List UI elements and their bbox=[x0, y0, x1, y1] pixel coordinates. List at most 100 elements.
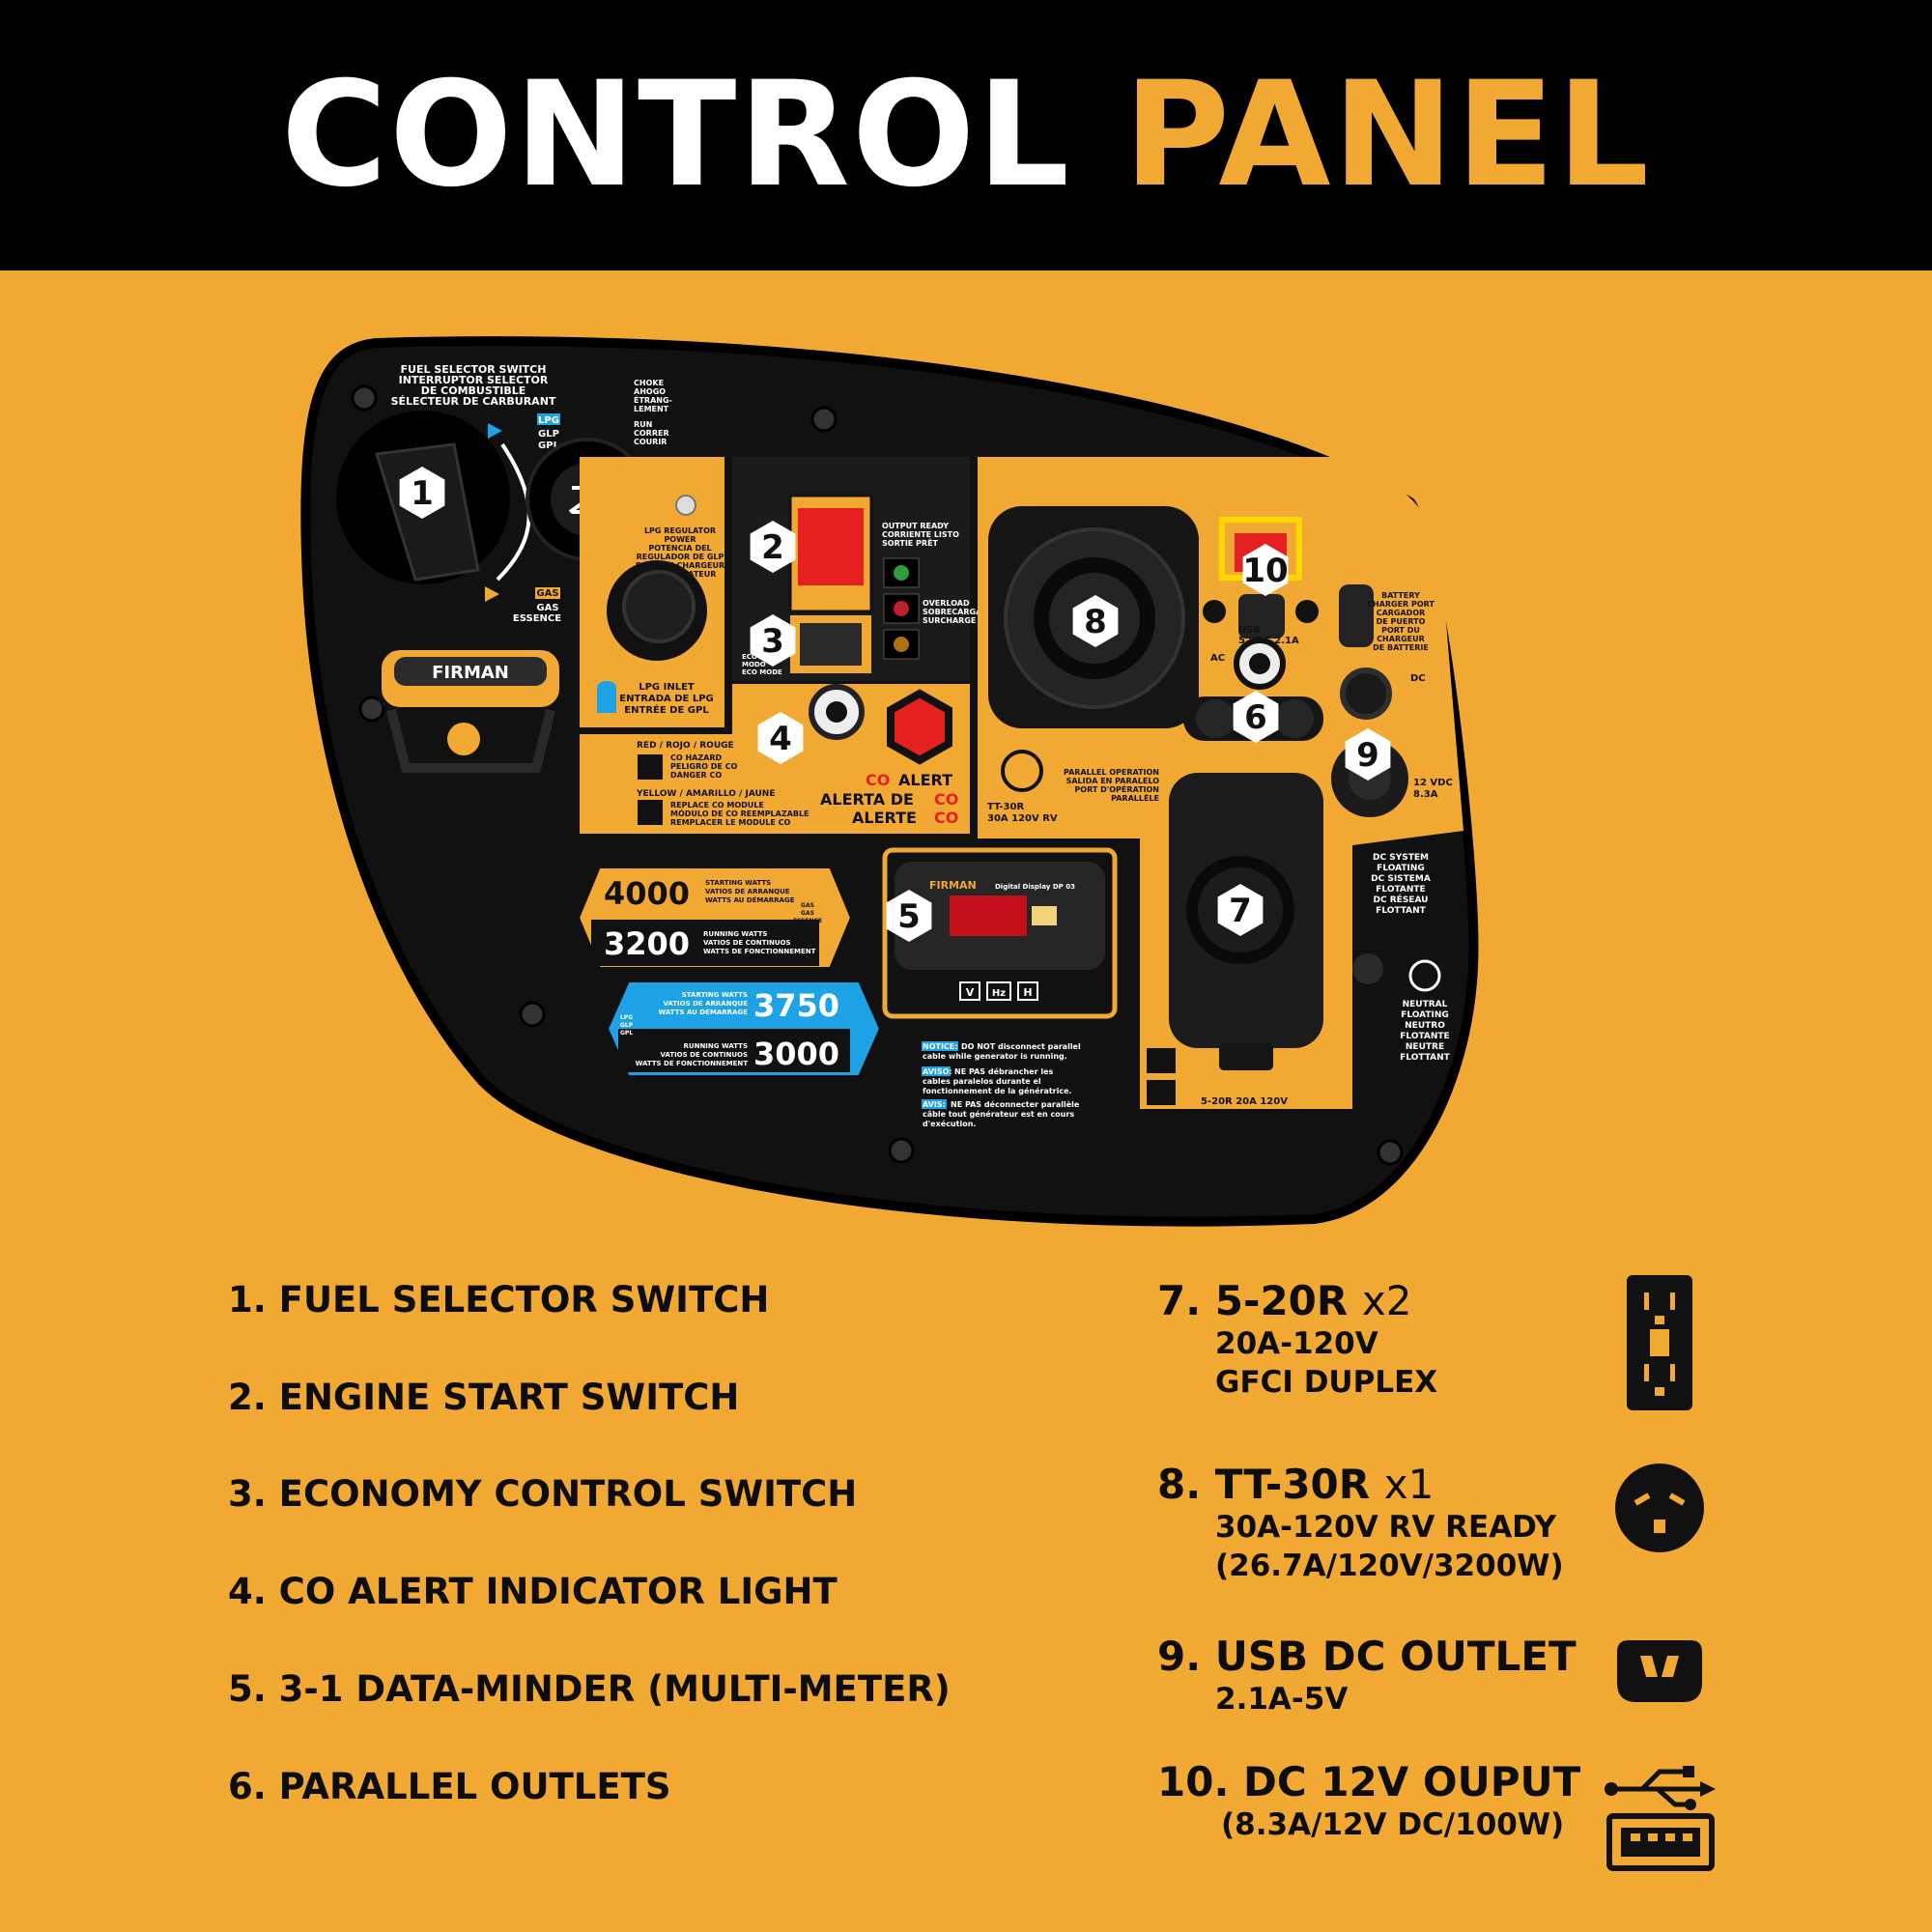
lpg-start-l3: WATTS AU DÉMARRAGE bbox=[659, 1008, 749, 1016]
screw bbox=[358, 696, 385, 723]
handle-grip bbox=[394, 657, 547, 686]
lpg-inlet-l1: LPG INLET bbox=[639, 682, 695, 693]
tt30-outlet-ring bbox=[1034, 557, 1155, 679]
eco-l1: ECO bbox=[742, 653, 757, 661]
engine-start-switch bbox=[798, 508, 864, 585]
handle-knob bbox=[447, 723, 480, 755]
legend-title: 7. 5-20R bbox=[1157, 1277, 1349, 1324]
parallel-l4: PARALLÈLE bbox=[1111, 792, 1159, 803]
lpg-starting-watts: 3750 bbox=[753, 987, 839, 1024]
dc-volt: 12 VDC bbox=[1413, 778, 1453, 788]
usb-icon bbox=[1605, 1766, 1716, 1871]
gas-starting-watts: 4000 bbox=[604, 875, 690, 912]
number-badge-label: 2 bbox=[761, 528, 784, 567]
tt30-outlet-icon bbox=[1615, 1463, 1704, 1552]
display-h-text: H bbox=[1023, 986, 1032, 999]
lpg-reg-l2: POWER bbox=[664, 535, 696, 544]
co-alerte-co: CO bbox=[934, 809, 958, 827]
legend-item-outlet-520r: 7. 5-20R x2 20A-120V GFCI DUPLEX bbox=[1157, 1277, 1437, 1402]
lpg-start-l1: STARTING WATTS bbox=[682, 991, 748, 999]
notice-block: NOTICE: DO NOT disconnect parallel cable… bbox=[922, 1041, 1081, 1128]
neutral-l3: NEUTRO bbox=[1405, 1021, 1445, 1031]
usb-port-left bbox=[1203, 600, 1226, 623]
lpg-reg-l3: POTENCIA DEL bbox=[648, 544, 711, 553]
dc-system-l4: FLOTANTE bbox=[1376, 885, 1425, 895]
display-h-icon bbox=[1017, 981, 1038, 1001]
display-button bbox=[1032, 906, 1057, 925]
duplex-outlet-icon bbox=[1627, 1275, 1692, 1410]
dc-text: DC bbox=[1410, 673, 1426, 684]
fuel-arc-arrow bbox=[496, 442, 531, 582]
neutral-l4: FLOTANTE bbox=[1400, 1032, 1449, 1041]
lpg-tank-icon bbox=[597, 681, 616, 713]
number-badge-label: 3 bbox=[761, 622, 784, 661]
co-alert-word: ALERT bbox=[898, 771, 952, 789]
usb-l1: USB bbox=[1238, 625, 1261, 636]
ac-breaker-button bbox=[1249, 653, 1270, 674]
gas-run-l3: WATTS DE FONCTIONNEMENT bbox=[703, 948, 816, 955]
output-ready-l1: OUTPUT READY bbox=[882, 522, 949, 530]
number-badge bbox=[757, 712, 804, 764]
gas-start-l1: STARTING WATTS bbox=[705, 879, 771, 887]
legend-item: 4. CO ALERT INDICATOR LIGHT bbox=[228, 1571, 838, 1612]
fuel-selector-title-es2: DE COMBUSTIBLE bbox=[421, 384, 526, 397]
page-title: CONTROL PANEL bbox=[0, 53, 1932, 217]
neutral-l6: FLOTTANT bbox=[1400, 1053, 1450, 1063]
gas-es-text: GAS bbox=[536, 603, 558, 613]
gas-fuel-l2: GAS bbox=[801, 910, 814, 917]
header-bar: CONTROL PANEL bbox=[0, 0, 1932, 270]
notice-tag-text: NOTICE: bbox=[923, 1042, 957, 1051]
outlet-520-label: 5-20R 20A 120V bbox=[1201, 1096, 1288, 1107]
usb-port-right bbox=[1295, 600, 1319, 623]
screw bbox=[810, 406, 838, 433]
legend-line: (8.3A/12V DC/100W) bbox=[1221, 1807, 1565, 1842]
lpg-run-l1: RUNNING WATTS bbox=[684, 1042, 748, 1050]
gas-start-l2: VATIOS DE ARRANQUE bbox=[705, 888, 790, 895]
legend-item-dc12v: 10. DC 12V OUPUT (8.3A/12V DC/100W) bbox=[1157, 1758, 1580, 1844]
overload-l1: OVERLOAD bbox=[923, 599, 970, 608]
data-minder-display: FIRMAN Digital Display DP 03 V Hz H bbox=[882, 847, 1118, 1019]
ground-stud bbox=[1352, 953, 1383, 984]
handle-bracket bbox=[386, 708, 555, 773]
co-red-title: RED / ROJO / ROUGE bbox=[637, 741, 734, 751]
screw bbox=[1377, 1139, 1404, 1166]
fuel-selector-title-es: INTERRUPTOR SELECTOR bbox=[399, 374, 549, 386]
eco-l2: MODO bbox=[742, 661, 766, 668]
lpg-start-l2: VATIOS DE ARRANQUE bbox=[663, 1000, 748, 1008]
usb-port bbox=[1238, 594, 1285, 639]
lpg-reg-l1: LPG REGULATOR bbox=[644, 526, 716, 535]
dc-amp: 8.3A bbox=[1413, 789, 1438, 800]
number-badge bbox=[886, 890, 932, 942]
essence-text: ESSENCE bbox=[513, 613, 561, 624]
display-v-text: V bbox=[966, 986, 975, 999]
lpg-run-l2: VATIOS DE CONTINUOS bbox=[660, 1051, 748, 1059]
battery-l5: PORT DU bbox=[1381, 626, 1420, 635]
choke-fr: ÉTRANG- bbox=[634, 394, 672, 405]
legend-title: 8. TT-30R bbox=[1157, 1461, 1371, 1508]
gas-run-l2: VATIOS DE CONTINUOS bbox=[703, 939, 791, 947]
legend-line: 20A-120V bbox=[1215, 1326, 1378, 1361]
overload-l2: SOBRECARGA bbox=[923, 608, 982, 616]
aviso-tag bbox=[922, 1066, 951, 1076]
choke-es: AHOGO bbox=[634, 387, 666, 396]
avis-tag bbox=[922, 1099, 947, 1109]
legend-item: 3. ECONOMY CONTROL SWITCH bbox=[228, 1473, 858, 1515]
lpg-tag bbox=[537, 413, 560, 425]
lpg-inlet-cap bbox=[622, 570, 696, 643]
gas-start-l3: WATTS AU DÉMARRAGE bbox=[705, 895, 795, 904]
eco-l3: ECO MODE bbox=[742, 668, 782, 676]
co-logo-icon bbox=[887, 689, 952, 765]
fuel-selector-title-fr: SÉLECTEUR DE CARBURANT bbox=[391, 395, 556, 408]
avis-tag-text: AVIS: bbox=[923, 1100, 946, 1109]
display-hz-icon bbox=[986, 981, 1011, 1001]
number-badge-label: 4 bbox=[769, 720, 792, 758]
legend-title: 9. USB DC OUTLET bbox=[1157, 1633, 1577, 1680]
display-v-icon bbox=[959, 981, 980, 1001]
number-badge bbox=[399, 467, 445, 519]
co-yellow-l3: REMPLACER LE MODULE CO bbox=[670, 818, 790, 827]
glp-text: GLP bbox=[538, 429, 559, 440]
legend-mult: x2 bbox=[1361, 1277, 1412, 1324]
battery-l6: CHARGEUR bbox=[1377, 635, 1425, 643]
lpg-fuel-l2: GLP bbox=[620, 1022, 634, 1029]
co-yellow-l1: REPLACE CO MODULE bbox=[670, 801, 764, 810]
